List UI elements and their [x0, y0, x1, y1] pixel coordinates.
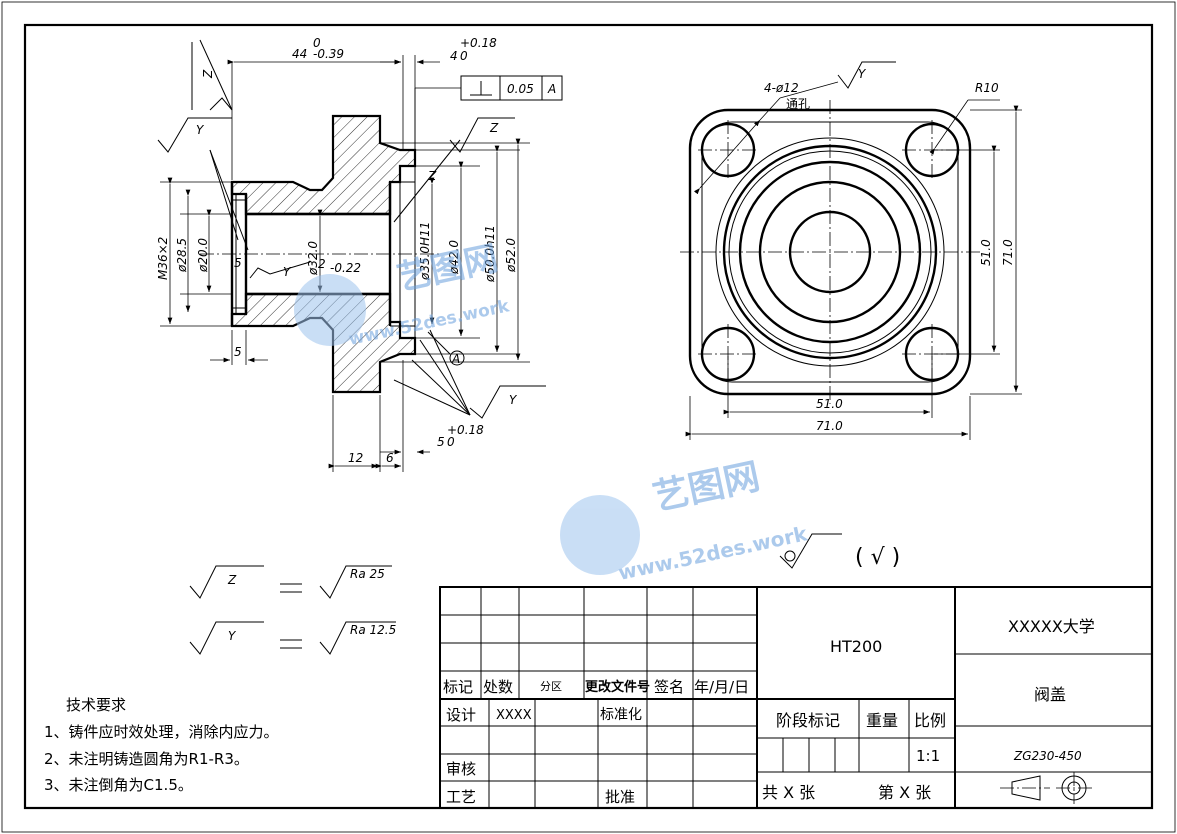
- tb-change-doc: 更改文件号: [585, 679, 650, 695]
- section-upper: [230, 114, 417, 216]
- dim-5a: 5: [234, 256, 242, 270]
- dim-d20: ø20.0: [196, 238, 210, 273]
- side-dimensions: 4-ø12 通孔 Y R10 51.0 71.0 51.0 71.0: [685, 61, 1022, 440]
- sym-y-side: Y: [858, 67, 867, 81]
- dim-w51: 51.0: [816, 397, 843, 411]
- dim-d285: ø28.5: [175, 238, 189, 273]
- front-dimensions: 44 0 -0.39 4 +0.18 0 0.05 A M36×2 ø28.5 …: [156, 36, 563, 472]
- watermark-cn-2: 艺图网: [649, 456, 763, 519]
- tb-scale: 1:1: [916, 747, 940, 765]
- legend-z: Z: [227, 573, 237, 587]
- dim-44: 44: [292, 47, 307, 61]
- tb-sheet: 第 X 张: [878, 783, 931, 802]
- dim-6: 6: [386, 451, 394, 465]
- watermark-2: 艺图网 www.52des.work: [560, 456, 810, 585]
- datum-a-circle: [449, 350, 465, 366]
- others-paren: ( √ ): [855, 545, 900, 570]
- dim-5-tol-low: 0: [447, 435, 455, 449]
- tol-2: 2: [318, 257, 326, 271]
- dim-d52: ø52.0: [504, 238, 518, 273]
- tb-part-name: 阀盖: [1034, 685, 1066, 704]
- dim-h51: 51.0: [979, 239, 993, 266]
- sym-z-2: Z: [489, 121, 499, 135]
- dim-5-tol: 5: [437, 435, 445, 449]
- tech-requirements: 技术要求 1、铸件应时效处理，消除内应力。 2、未注明铸造圆角为R1-R3。 3…: [44, 696, 279, 794]
- roughness-legend: Z Ra 25 Y Ra 12.5: [189, 565, 396, 655]
- dim-through: 通孔: [786, 97, 810, 111]
- sym-z-3: Z: [427, 169, 437, 183]
- sym-y-1: Y: [196, 123, 205, 137]
- side-view: [680, 100, 980, 404]
- dim-r10: R10: [975, 81, 999, 95]
- dim-44-tol-low: -0.39: [313, 47, 344, 61]
- tb-designer: XXXX: [496, 708, 532, 723]
- dim-d50: ø50.0h11: [483, 225, 497, 283]
- tb-date: 年/月/日: [694, 678, 749, 696]
- tb-school: XXXXX大学: [1008, 617, 1095, 636]
- tb-code: ZG230-450: [1013, 749, 1082, 763]
- dim-44-tol-up: 0: [313, 36, 321, 50]
- tb-sign: 签名: [654, 678, 684, 696]
- dim-5-tol-up: +0.18: [447, 423, 484, 437]
- dim-d35: ø35.0H11: [418, 222, 432, 281]
- dim-4-tol-up: +0.18: [460, 36, 497, 50]
- tech-item-2: 2、未注明铸造圆角为R1-R3。: [44, 750, 249, 768]
- tb-count: 处数: [483, 678, 513, 696]
- dim-d32: ø32.0: [306, 241, 320, 276]
- tb-stage: 阶段标记: [776, 711, 840, 730]
- tech-title: 技术要求: [66, 696, 126, 714]
- sym-z-1: Z: [201, 69, 215, 79]
- tol-022: -0.22: [330, 261, 361, 275]
- tb-weight: 重量: [866, 711, 898, 730]
- legend-y: Y: [228, 629, 237, 643]
- gdt-frame: [460, 75, 563, 101]
- tb-review: 审核: [446, 760, 476, 778]
- general-roughness: ( √ ): [779, 533, 900, 570]
- tb-standard: 标准化: [600, 707, 642, 723]
- watermark-1: 艺图网 www.52des.work: [294, 238, 512, 350]
- sym-y-3: Y: [509, 393, 518, 407]
- dim-d42: ø42.0: [447, 240, 461, 275]
- tb-total: 共 X 张: [762, 783, 815, 802]
- dim-4: 4: [450, 49, 458, 63]
- gdt-datum: A: [547, 82, 556, 96]
- dim-m36: M36×2: [156, 237, 170, 280]
- dim-w71: 71.0: [816, 419, 843, 433]
- watermark-cn-1: 艺图网: [394, 238, 502, 298]
- tb-scale-label: 比例: [914, 711, 946, 730]
- tech-item-1: 1、铸件应时效处理，消除内应力。: [44, 723, 279, 741]
- watermark-url-2: www.52des.work: [616, 521, 810, 585]
- tb-material: HT200: [830, 637, 882, 656]
- tb-marks: 标记: [443, 678, 473, 696]
- legend-z-value: Ra 25: [350, 567, 385, 581]
- sym-y-2: Y: [283, 265, 292, 279]
- dim-12: 12: [348, 451, 363, 465]
- tb-zone: 分区: [540, 680, 562, 693]
- projection-symbol: [1000, 772, 1092, 804]
- dim-4-tol-low: 0: [460, 49, 468, 63]
- legend-y-value: Ra 12.5: [350, 623, 396, 637]
- surface-symbols-front: Z Y Y Z Z Y: [157, 39, 546, 419]
- title-block: 标记 处数 分区 更改文件号 签名 年/月/日 设计 XXXX 标准化 审核 工…: [439, 586, 1153, 809]
- tb-design: 设计: [446, 706, 476, 724]
- tb-approve: 批准: [605, 788, 635, 806]
- tech-item-3: 3、未注倒角为C1.5。: [44, 776, 193, 794]
- dim-h71: 71.0: [1001, 239, 1015, 266]
- dim-holes: 4-ø12: [764, 81, 799, 95]
- datum-a-label: A: [451, 352, 460, 366]
- gdt-value: 0.05: [507, 82, 534, 96]
- dim-5b: 5: [234, 345, 242, 359]
- tb-process: 工艺: [446, 788, 476, 806]
